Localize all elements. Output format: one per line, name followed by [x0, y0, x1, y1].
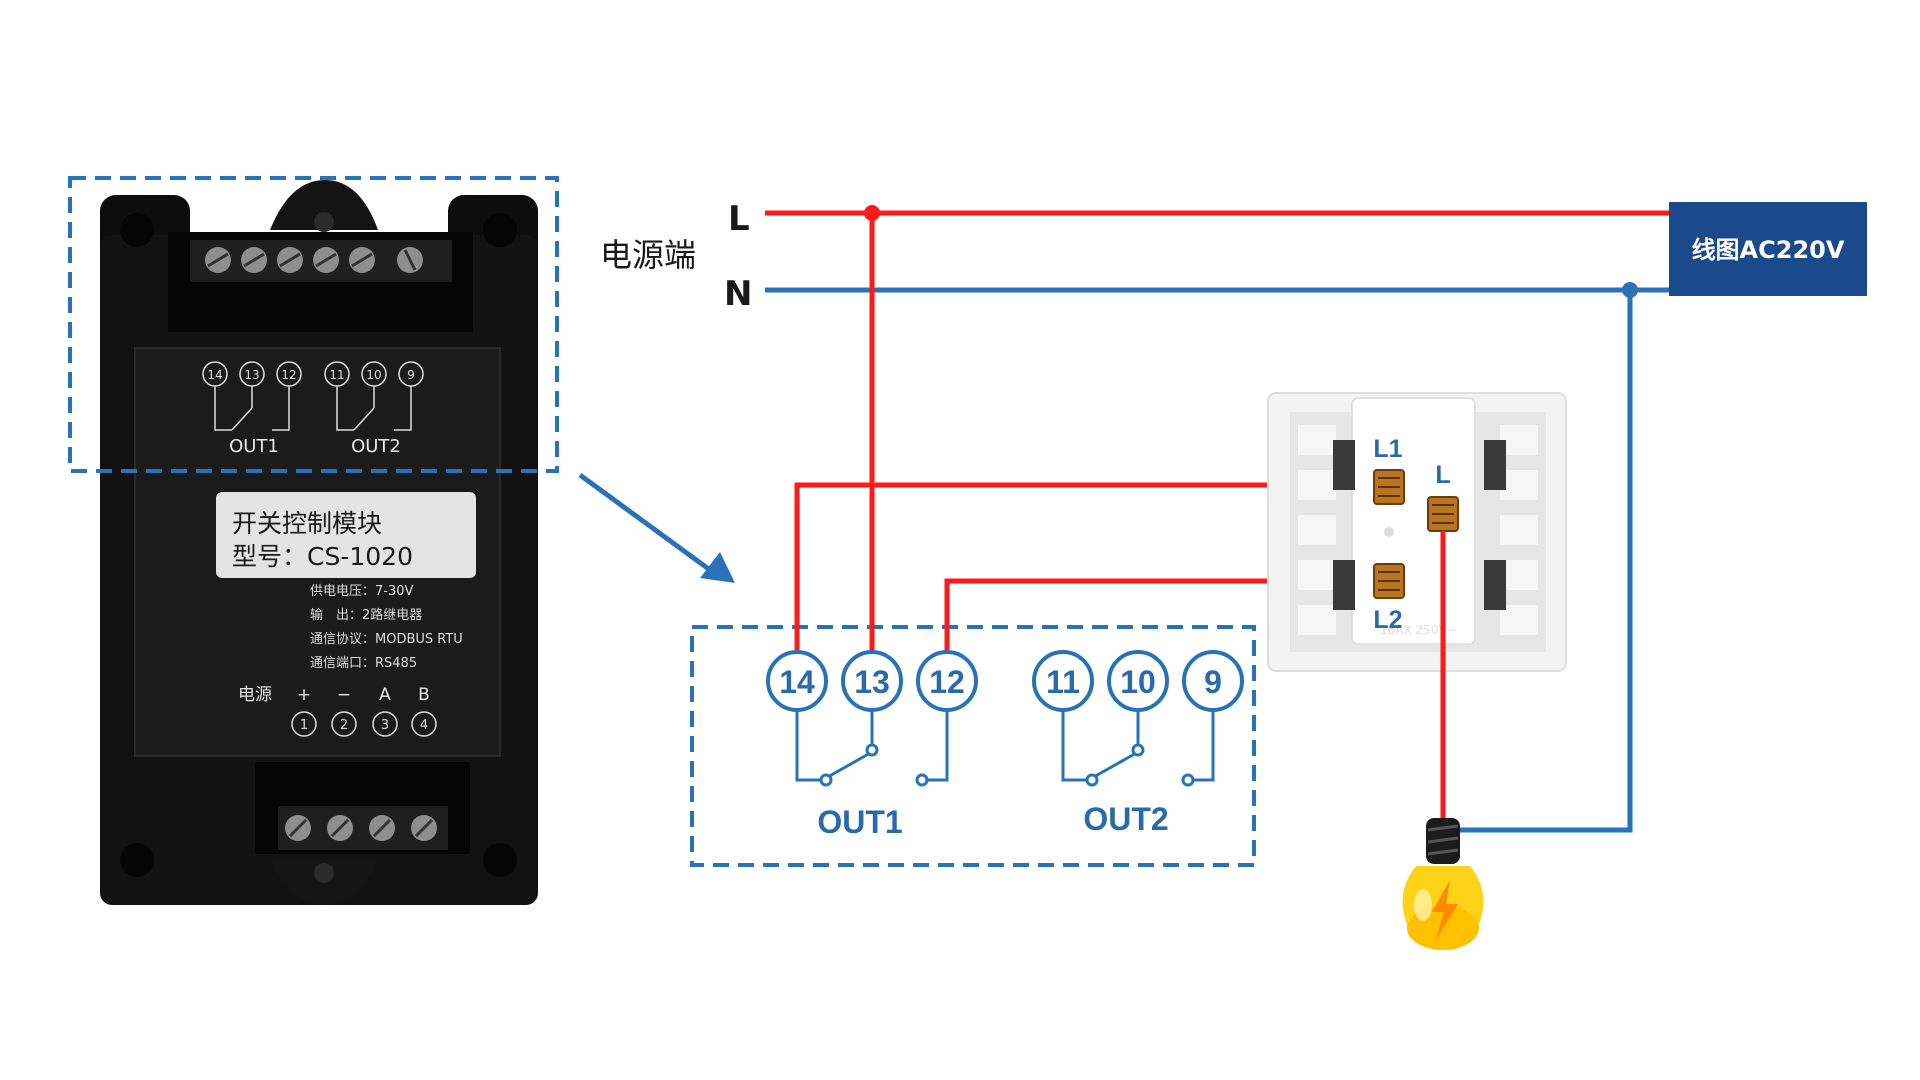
neutral-to-lamp-wire	[1455, 290, 1633, 833]
module-power-terminal-label: 1	[300, 718, 308, 733]
relay-module-photo: 14 13 12 11 10 9 OUT1 OUT2 开关控制模块 型号：CS-…	[100, 180, 538, 905]
out2-contact-schematic	[1061, 710, 1215, 782]
module-sign-label: A	[379, 685, 391, 705]
terminal12-to-L2-wire	[944, 578, 1385, 652]
ac-source-box	[1669, 202, 1867, 296]
module-spec-line: 通信协议：MODBUS RTU	[310, 632, 463, 647]
contact-dot-icon	[1181, 773, 1195, 787]
module-terminal-label: 13	[244, 368, 259, 382]
terminal14-to-L1-wire	[794, 482, 1385, 652]
module-name-plate	[216, 492, 476, 578]
terminal-11-label: 11	[1046, 664, 1080, 700]
bottom-screw-terminals	[285, 815, 437, 841]
terminal-12-label: 12	[929, 664, 965, 700]
relay-terminal-circles	[766, 650, 1244, 712]
switch-l1-label: L1	[1373, 435, 1402, 463]
module-terminal-label: 11	[329, 368, 344, 382]
module-terminal-label: 14	[207, 368, 222, 382]
contact-dot-icon	[819, 773, 833, 787]
module-sign-label: −	[337, 685, 351, 705]
contact-dot-icon	[1085, 773, 1099, 787]
module-terminal-label: 9	[407, 368, 415, 382]
contact-dot-icon	[865, 743, 879, 757]
top-screw-terminals	[205, 247, 423, 273]
terminal-highlight-frame	[68, 176, 559, 473]
module-power-terminal-label: 2	[340, 718, 348, 733]
out2-label: OUT2	[1083, 801, 1168, 837]
module-terminal-label: 12	[281, 368, 296, 382]
module-spec-line: 供电电压：7-30V	[310, 584, 414, 599]
module-model: 型号：CS-1020	[232, 542, 413, 571]
contact-dot-icon	[1131, 743, 1145, 757]
module-power-label: 电源	[238, 685, 272, 705]
ac-source-label: 线图AC220V	[1692, 236, 1845, 264]
terminal-13-label: 13	[854, 664, 890, 700]
module-sign-label: +	[297, 685, 311, 705]
switch-l2-label: L2	[1373, 606, 1402, 634]
wall-switch-photo: 16AX 250V~	[1267, 392, 1567, 672]
mount-hole-icon	[120, 843, 154, 877]
out1-contact-schematic	[795, 710, 949, 782]
module-out2-label: OUT2	[351, 436, 401, 457]
module-relay-schematic	[214, 386, 412, 431]
relay-diagram-frame	[690, 625, 1256, 867]
terminal-10-label: 10	[1120, 664, 1156, 700]
mount-hole-icon	[483, 213, 517, 247]
power-source-title: 电源端	[600, 236, 696, 274]
module-spec-line: 输 出：2路继电器	[310, 607, 422, 623]
module-power-terminal-markers	[291, 711, 437, 737]
terminal-9-label: 9	[1204, 664, 1222, 700]
terminal-14-label: 14	[779, 664, 815, 700]
neutral-line-label: N	[724, 274, 752, 314]
module-sign-label: B	[418, 685, 430, 705]
mount-hole-icon	[483, 843, 517, 877]
module-power-terminal-label: 3	[381, 718, 389, 733]
arrow-icon	[578, 472, 735, 583]
live-line-label: L	[728, 199, 750, 239]
module-name: 开关控制模块	[232, 509, 382, 538]
module-terminal-label: 10	[366, 368, 381, 382]
out1-label: OUT1	[817, 804, 902, 840]
switch-l-label: L	[1435, 461, 1450, 489]
contact-dot-icon	[915, 773, 929, 787]
module-power-terminal-label: 4	[420, 718, 428, 733]
mount-hole-icon	[120, 213, 154, 247]
switch-rating-label: 16AX 250V~	[1380, 623, 1457, 637]
module-out1-label: OUT1	[229, 436, 279, 457]
module-spec-line: 通信端口：RS485	[310, 656, 417, 671]
light-bulb-icon	[1402, 818, 1484, 950]
